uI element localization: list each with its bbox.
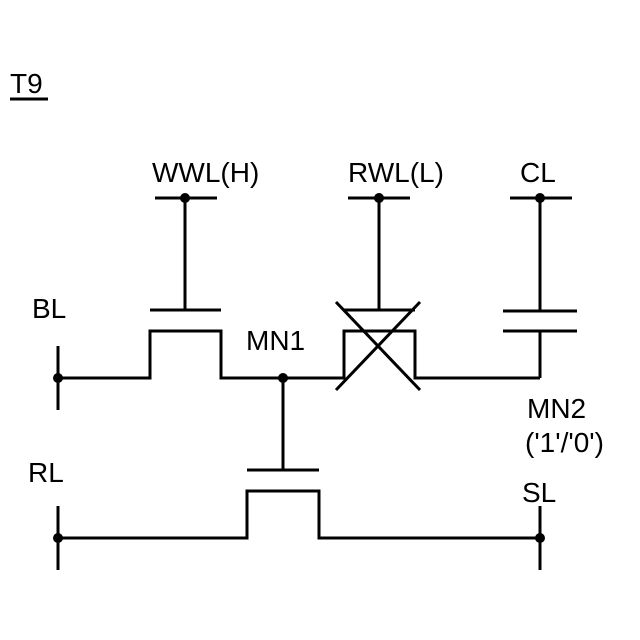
read-transistor	[58, 470, 540, 538]
mn1-node	[278, 373, 288, 470]
rwl-wire	[348, 193, 410, 310]
label-mn1: MN1	[246, 325, 305, 356]
label-wwl: WWL(H)	[152, 157, 259, 188]
capacitor	[503, 311, 577, 378]
bl-terminal	[53, 346, 63, 410]
sl-terminal	[535, 506, 545, 570]
cl-wire	[510, 193, 572, 311]
label-rwl: RWL(L)	[348, 157, 444, 188]
label-mn2: MN2	[527, 393, 586, 424]
transistor-cross-mark	[336, 302, 420, 390]
label-cl: CL	[520, 157, 556, 188]
rl-terminal	[53, 506, 63, 570]
read-select-transistor	[283, 310, 540, 378]
label-bl: BL	[32, 293, 66, 324]
label-rl: RL	[28, 457, 64, 488]
wwl-wire	[155, 193, 217, 310]
label-mn2-state: ('1'/'0')	[525, 427, 604, 458]
label-sl: SL	[522, 477, 556, 508]
figure-label: T9	[10, 68, 43, 99]
